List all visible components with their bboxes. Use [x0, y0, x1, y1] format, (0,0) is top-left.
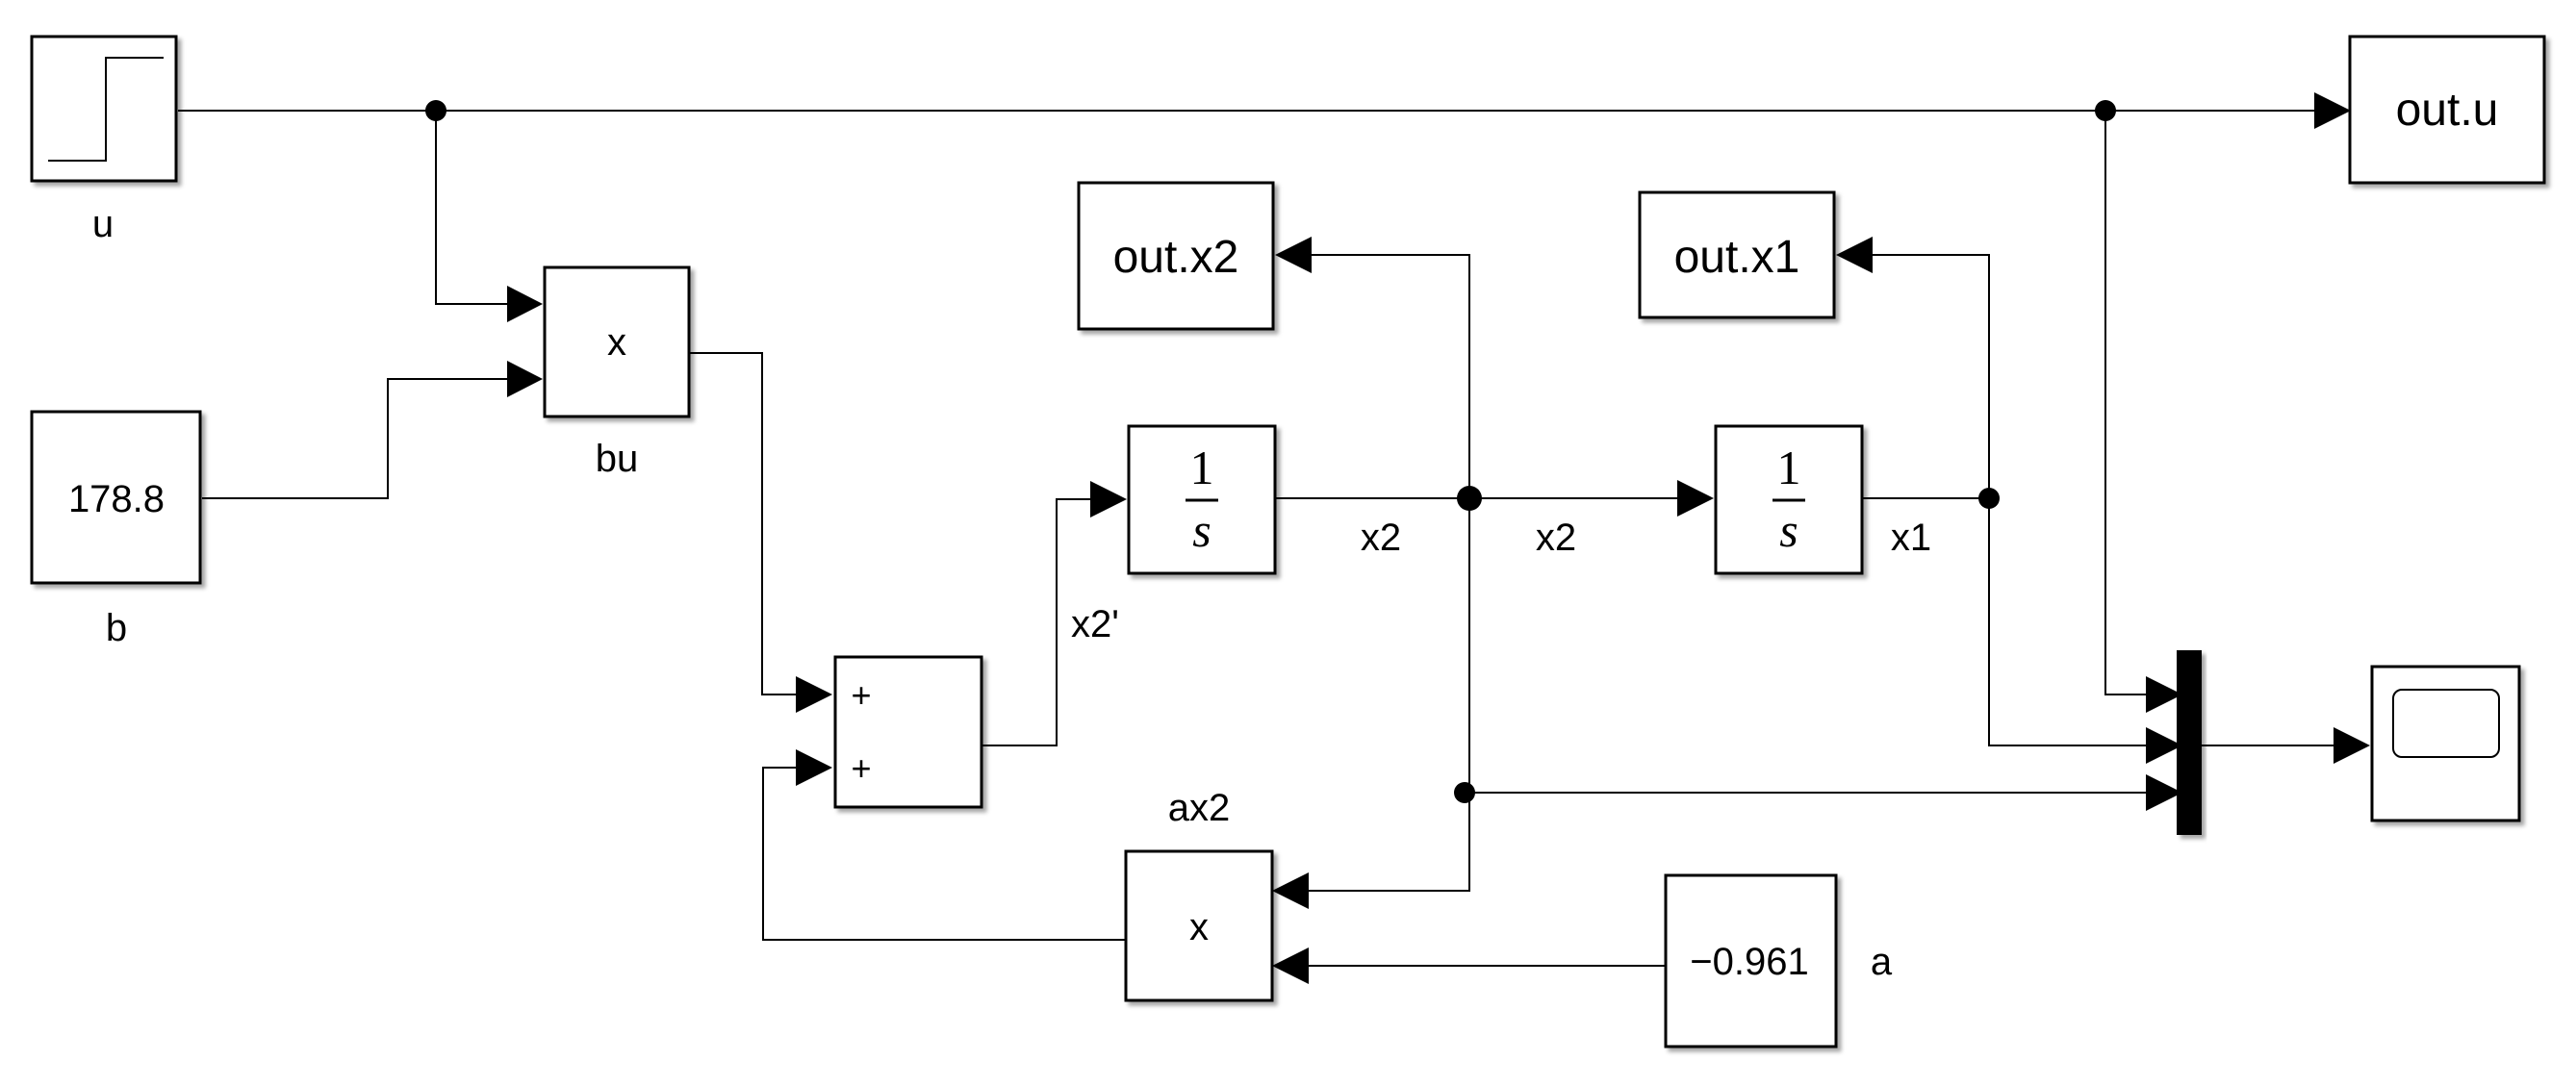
arrow-ax2-in1: [1272, 872, 1309, 909]
step-icon: [48, 57, 164, 162]
out-x1-label: out.x1: [1674, 232, 1800, 283]
wire-x1-to-mux[interactable]: [1988, 498, 2149, 746]
wire-x1-to-out[interactable]: [1873, 254, 1990, 498]
product-bu-symbol: x: [607, 321, 626, 364]
mux-bar: [2177, 650, 2202, 835]
signal-labels: x2' x2 x2 x1: [1071, 517, 1931, 645]
integrator-1-block[interactable]: 1 s: [1127, 424, 1277, 575]
arrow-out-x2: [1275, 237, 1312, 273]
branch-points: [425, 100, 2116, 803]
wire-x2dot[interactable]: [982, 498, 1093, 746]
arrow-mux-in1: [2146, 676, 2182, 713]
integrator-2-numerator: 1: [1777, 441, 1801, 494]
product-ax2-symbol: x: [1189, 906, 1209, 948]
arrow-mux-in3: [2146, 774, 2182, 811]
branch-point-u2: [2095, 100, 2116, 121]
product-bu-label: bu: [596, 438, 639, 480]
to-workspace-out-x2[interactable]: out.x2: [1077, 181, 1275, 331]
wire-bu-to-sum[interactable]: [690, 352, 799, 695]
mux-block[interactable]: [2177, 650, 2202, 835]
branch-point-x1: [1978, 488, 2000, 509]
wire-ax2-to-sum[interactable]: [762, 767, 1126, 941]
scope-icon: [2392, 689, 2500, 758]
integrator-2-denominator: s: [1779, 503, 1798, 557]
sum-port2-sign: +: [851, 748, 871, 788]
wire-x2-down[interactable]: [1309, 498, 1470, 892]
integrator-1-numerator: 1: [1190, 441, 1214, 494]
product-ax2-block[interactable]: x ax2: [1124, 787, 1274, 1002]
constant-b-label: b: [106, 607, 127, 649]
out-u-label: out.u: [2396, 85, 2499, 136]
to-workspace-out-x1[interactable]: out.x1: [1638, 190, 1836, 319]
arrow-ax2-in2: [1272, 947, 1309, 984]
signal-label-x2-b: x2: [1536, 517, 1576, 559]
signal-label-x2-a: x2: [1361, 517, 1401, 559]
integrator-1-denominator: s: [1192, 503, 1211, 557]
wire-x2-to-out[interactable]: [1312, 254, 1470, 498]
constant-b-value: 178.8: [68, 478, 165, 520]
constant-a-value: −0.961: [1690, 941, 1808, 983]
scope-block[interactable]: [2370, 665, 2521, 822]
arrow-scope-in: [2334, 727, 2370, 764]
step-block[interactable]: u: [30, 35, 178, 245]
signal-label-x1: x1: [1891, 517, 1931, 559]
arrow-bu-in1: [507, 286, 543, 322]
sum-block[interactable]: + +: [833, 655, 983, 809]
branch-point-u1: [425, 100, 446, 121]
arrowheads: [507, 92, 2370, 984]
wire-u-to-mux[interactable]: [2104, 111, 2149, 695]
constant-a-label: a: [1871, 941, 1893, 983]
integrator-2-block[interactable]: 1 s: [1714, 424, 1864, 575]
arrow-out-u: [2314, 92, 2351, 129]
arrow-int1-in: [1090, 481, 1127, 518]
branch-point-x2: [1457, 486, 1482, 511]
product-bu-block[interactable]: x bu: [543, 265, 691, 480]
to-workspace-out-u[interactable]: out.u: [2348, 35, 2546, 185]
constant-a-block[interactable]: −0.961 a: [1664, 873, 1893, 1048]
wire-b-to-bu[interactable]: [202, 378, 520, 499]
arrow-bu-in2: [507, 361, 543, 397]
signal-label-x2dot: x2': [1071, 603, 1119, 645]
wire-u-to-bu[interactable]: [435, 111, 520, 305]
arrow-mux-in2: [2146, 727, 2182, 764]
sum-port1-sign: +: [851, 675, 871, 715]
product-ax2-label: ax2: [1168, 787, 1231, 829]
constant-b-block[interactable]: 178.8 b: [30, 410, 202, 649]
arrow-int2-in: [1677, 480, 1714, 517]
branch-point-x2-low: [1454, 782, 1475, 803]
signal-lines: [178, 110, 2334, 967]
arrow-sum-in1: [796, 676, 832, 713]
arrow-out-x1: [1836, 237, 1873, 273]
out-x2-label: out.x2: [1113, 232, 1239, 283]
arrow-sum-in2: [796, 749, 832, 786]
step-label: u: [92, 203, 114, 245]
